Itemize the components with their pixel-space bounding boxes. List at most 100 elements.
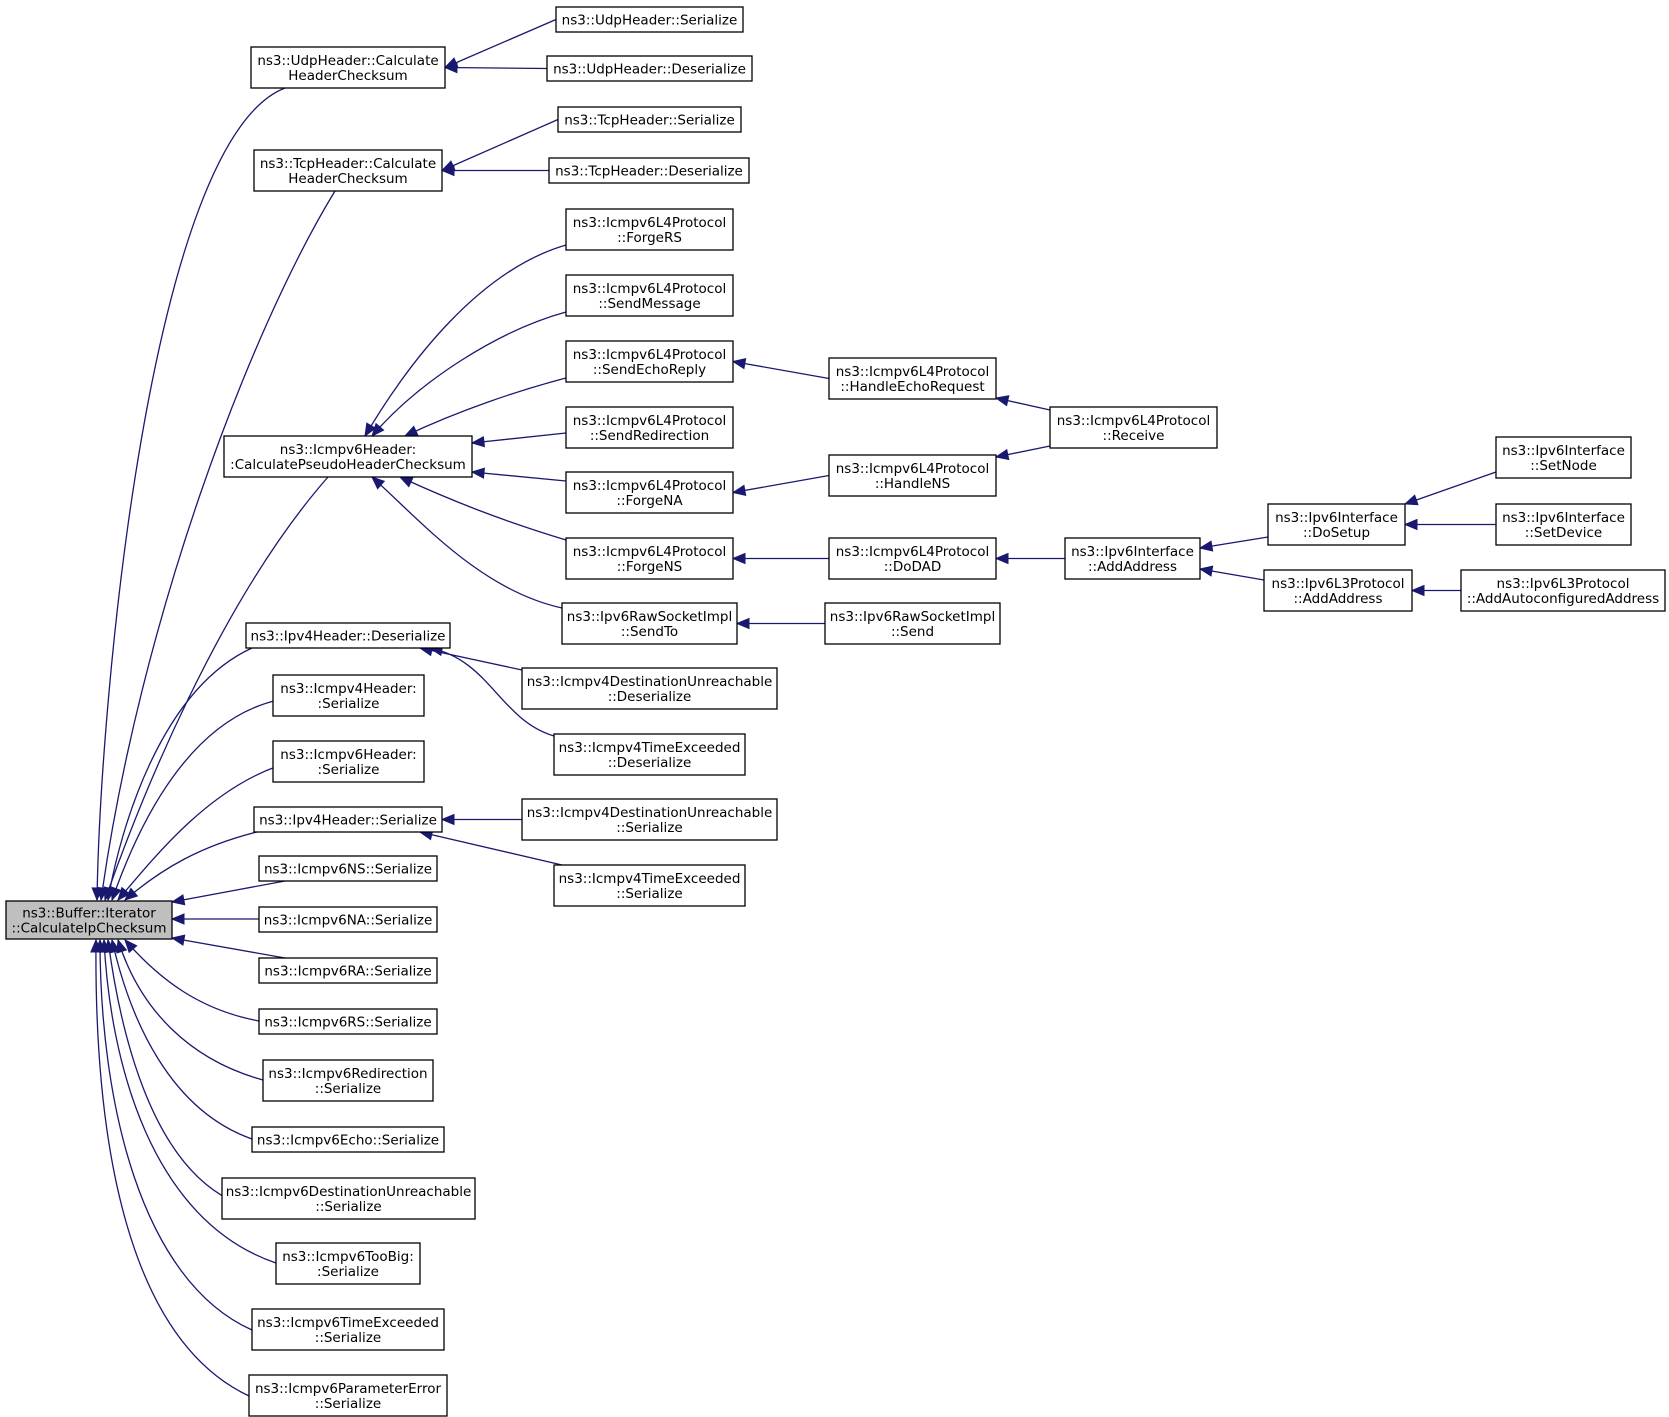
node-box (258, 957, 438, 984)
edge-icmp4HSer-to-root (110, 699, 279, 902)
node-label: :Serialize (317, 1264, 379, 1280)
node-box (258, 855, 438, 882)
graph-node[interactable]: ns3::Icmpv6L4Protocol::SendEchoReply (565, 340, 734, 383)
edge-forgeNA-to-icmp6Pseudo (470, 467, 567, 482)
edge-line (429, 647, 555, 737)
edge-rawSendTo-to-icmp6Pseudo (371, 476, 563, 609)
node-label: ::SendEchoReply (593, 362, 706, 378)
edge-arrowhead (994, 448, 1010, 461)
graph-node[interactable]: ns3::Ipv6Interface::AddAddress (1064, 537, 1201, 580)
graph-node[interactable]: ns3::Ipv6RawSocketImpl::SendTo (561, 602, 738, 645)
edge-teSer-to-root (94, 938, 253, 1331)
node-label: ::AddAddress (1088, 559, 1177, 575)
node-box (258, 1008, 438, 1035)
node-label: ns3::Icmpv6L4Protocol (836, 364, 990, 380)
node-box (1460, 569, 1666, 612)
graph-node[interactable]: ns3::Icmpv6L4Protocol::ForgeNS (565, 537, 734, 580)
graph-node[interactable]: ns3::Ipv6Interface::DoSetup (1267, 503, 1406, 546)
graph-node[interactable]: ns3::Icmpv6L4Protocol::ForgeNA (565, 471, 734, 514)
edge-line (117, 765, 279, 901)
node-label: ::CalculateIpChecksum (12, 921, 167, 937)
graph-node[interactable]: ns3::Icmpv4TimeExceeded::Deserialize (553, 733, 746, 776)
graph-node[interactable]: ns3::Icmpv6NS::Serialize (258, 855, 438, 882)
graph-node[interactable]: ns3::Icmpv6L4Protocol::HandleNS (828, 454, 997, 497)
graph-node[interactable]: ns3::TcpHeader::Deserialize (548, 157, 750, 184)
node-label: ::DoDAD (884, 559, 942, 575)
node-box (251, 1308, 445, 1351)
graph-node[interactable]: ns3::Icmpv6L4Protocol::HandleEchoRequest (828, 357, 997, 400)
node-label: ns3::Icmpv6L4Protocol (573, 544, 727, 560)
node-box (1495, 436, 1632, 479)
graph-node[interactable]: ns3::Icmpv6L4Protocol::DoDAD (828, 537, 997, 580)
graph-node[interactable]: ns3::Icmpv6Echo::Serialize (251, 1126, 445, 1153)
graph-node[interactable]: ns3::Ipv4Header::Serialize (253, 806, 443, 833)
node-label: ::SetDevice (1525, 525, 1602, 541)
graph-node[interactable]: ns3::TcpHeader::Serialize (557, 106, 742, 133)
graph-node[interactable]: ns3::Icmpv6NA::Serialize (258, 906, 438, 933)
graph-node[interactable]: ns3::Icmpv6RS::Serialize (258, 1008, 438, 1035)
node-box (553, 733, 746, 776)
edge-line (171, 880, 286, 903)
edge-udpDes-to-udpChk (443, 61, 548, 74)
graph-node[interactable]: ns3::Ipv6L3Protocol::AddAutoconfiguredAd… (1460, 569, 1666, 612)
node-label: ns3::Icmpv6L4Protocol (573, 413, 727, 429)
node-label: ns3::Icmpv6DestinationUnreachable (226, 1184, 472, 1200)
edge-tcpDes-to-tcpChk (440, 164, 549, 177)
graph-node[interactable]: ns3::UdpHeader::Serialize (555, 6, 744, 33)
edge-arrowhead (994, 395, 1010, 407)
node-label: ns3::Icmpv6Header: (280, 442, 416, 458)
graph-node[interactable]: ns3::Ipv4Header::Deserialize (245, 622, 451, 649)
node-box (272, 740, 425, 783)
graph-node[interactable]: ns3::Icmpv4TimeExceeded::Serialize (553, 864, 746, 907)
edge-peSer-to-root (90, 938, 250, 1397)
graph-node[interactable]: ns3::Ipv6RawSocketImpl::Send (824, 602, 1001, 645)
edge-icmp6HSer-to-root (117, 765, 279, 901)
node-label: ns3::Ipv4Header::Deserialize (251, 629, 446, 645)
graph-node[interactable]: ns3::Icmpv6L4Protocol::ForgeRS (565, 208, 734, 251)
graph-node[interactable]: ns3::Buffer::Iterator::CalculateIpChecks… (5, 900, 173, 940)
edge-nsSer-to-root (170, 880, 286, 906)
node-label: ::Serialize (616, 886, 682, 902)
graph-node[interactable]: ns3::Icmpv6L4Protocol::Receive (1049, 406, 1218, 449)
node-label: HeaderChecksum (288, 171, 407, 187)
edge-echoSer-to-root (109, 938, 253, 1140)
node-box (565, 406, 734, 449)
graph-node[interactable]: ns3::Icmpv6DestinationUnreachable::Seria… (221, 1177, 476, 1220)
graph-node[interactable]: ns3::Icmpv4DestinationUnreachable::Seria… (521, 798, 778, 841)
edge-arrowhead (403, 425, 419, 437)
edge-arrowhead (170, 913, 185, 925)
graph-node[interactable]: ns3::Icmpv6TooBig::Serialize (275, 1242, 421, 1285)
edge-icmp4DUSer-to-ip4Ser (440, 813, 522, 826)
node-label: ::Serialize (315, 1081, 381, 1097)
edge-line (107, 939, 231, 1201)
graph-node[interactable]: ns3::UdpHeader::Deserialize (546, 55, 753, 82)
edge-arrowhead (124, 939, 138, 954)
graph-node[interactable]: ns3::Icmpv4DestinationUnreachable::Deser… (521, 667, 778, 710)
graph-node[interactable]: ns3::Ipv6L3Protocol::AddAddress (1263, 569, 1413, 612)
edge-arrowhead (1410, 584, 1425, 597)
graph-node[interactable]: ns3::Icmpv6Redirection::Serialize (262, 1059, 434, 1102)
graph-node[interactable]: ns3::Ipv6Interface::SetDevice (1495, 503, 1632, 546)
node-box (1064, 537, 1201, 580)
node-label: ns3::Icmpv6L4Protocol (573, 215, 727, 231)
graph-node[interactable]: ns3::Icmpv6TimeExceeded::Serialize (251, 1308, 445, 1351)
graph-node[interactable]: ns3::Icmpv6RA::Serialize (258, 957, 438, 984)
graph-node[interactable]: ns3::Icmpv6Header::Serialize (272, 740, 425, 783)
node-box (828, 537, 997, 580)
graph-node[interactable]: ns3::Icmpv4Header::Serialize (272, 674, 425, 717)
edge-line (404, 377, 567, 437)
edge-arrowhead (731, 484, 747, 496)
node-label: ns3::Buffer::Iterator (22, 906, 156, 922)
graph-node[interactable]: ns3::Ipv6Interface::SetNode (1495, 436, 1632, 479)
graph-node[interactable]: ns3::Icmpv6ParameterError::Serialize (248, 1374, 448, 1417)
graph-node[interactable]: ns3::Icmpv6L4Protocol::SendRedirection (565, 406, 734, 449)
graph-node[interactable]: ns3::Icmpv6Header::CalculatePseudoHeader… (223, 435, 473, 478)
edge-arrowhead (124, 887, 139, 901)
graph-node[interactable]: ns3::Icmpv6L4Protocol::SendMessage (565, 274, 734, 317)
edge-line (111, 699, 279, 901)
node-label: ::Deserialize (608, 755, 692, 771)
edge-arrowhead (1198, 540, 1214, 552)
node-box (258, 906, 438, 933)
